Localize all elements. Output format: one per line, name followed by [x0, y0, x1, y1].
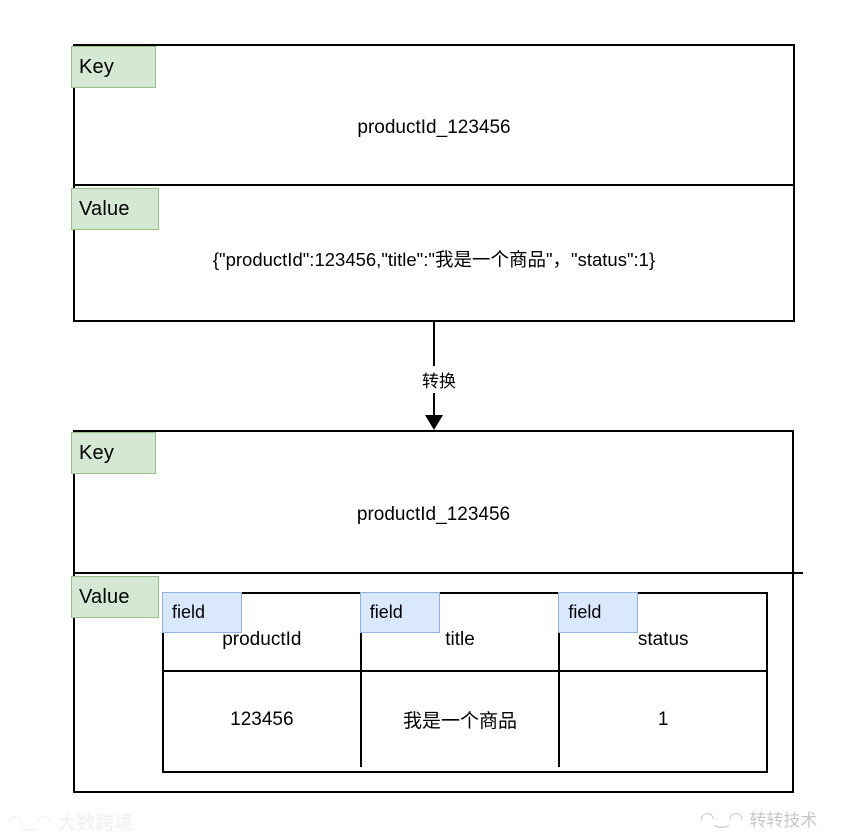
field-badge-label-1: field [369, 602, 403, 622]
conversion-arrow-head [425, 415, 443, 430]
before-key-value-text: productId_123456 [357, 117, 511, 138]
field-badge-label-2: field [568, 602, 602, 622]
before-value-json-text: {"productId":123456,"title":"我是一个商品"，"st… [212, 249, 656, 270]
conversion-arrow-label: 转换 [400, 366, 478, 393]
watermark-left-label: 大数跨境 [57, 813, 134, 834]
watermark-right-logo-icon: ◠‿◠ [700, 809, 744, 828]
after-key-value-text: productId_123456 [356, 504, 511, 525]
field-table-data-label-0: 123456 [230, 708, 294, 730]
field-table-header-cell-2: field status [558, 592, 766, 670]
field-table-data-row: 123456 我是一个商品 1 [164, 670, 766, 767]
field-table-data-cell-2: 1 [558, 672, 766, 767]
field-table-header-label-2: status [637, 629, 689, 650]
after-key-value: productId_123456 [73, 504, 794, 526]
watermark-left-logo-icon: ◠‿◠ [8, 812, 52, 831]
before-key-tag-label: Key [79, 56, 115, 78]
after-value-tag: Value [71, 576, 159, 618]
field-badge-label-0: field [172, 602, 206, 622]
after-value-tag-label: Value [79, 586, 130, 608]
before-value-tag: Value [71, 188, 159, 230]
conversion-arrow-label-text: 转换 [422, 372, 456, 391]
before-kv-divider [73, 184, 795, 186]
after-key-tag-label: Key [79, 442, 115, 464]
field-badge-0: field [162, 592, 242, 633]
field-table-header-label-1: title [445, 629, 475, 650]
field-table-data-cell-1: 我是一个商品 [359, 672, 559, 767]
field-table-header-cell-1: field title [359, 592, 559, 670]
after-kv-divider [73, 572, 803, 574]
field-table-header-row: field productId field title field status [162, 592, 766, 670]
before-key-tag: Key [71, 46, 156, 88]
field-badge-1: field [359, 592, 440, 633]
before-value-tag-label: Value [79, 198, 130, 220]
watermark-bottom-left: ◠‿◠ 大数跨境 [8, 808, 133, 835]
after-key-tag: Key [71, 432, 156, 474]
before-kv-box [73, 44, 795, 322]
field-table-data-label-2: 1 [657, 708, 669, 730]
watermark-right-label: 转转技术 [749, 811, 818, 830]
before-key-value: productId_123456 [73, 117, 795, 139]
before-value-json: {"productId":123456,"title":"我是一个商品"，"st… [73, 246, 795, 272]
watermark-bottom-right: ◠‿◠ 转转技术 [700, 806, 817, 831]
field-table-header-cell-0: field productId [162, 592, 360, 670]
field-table-data-cell-0: 123456 [164, 672, 360, 767]
field-table-header-label-0: productId [222, 629, 302, 650]
field-table: field productId field title field status… [162, 592, 768, 773]
field-badge-2: field [558, 592, 639, 633]
field-table-data-label-1: 我是一个商品 [403, 711, 518, 732]
